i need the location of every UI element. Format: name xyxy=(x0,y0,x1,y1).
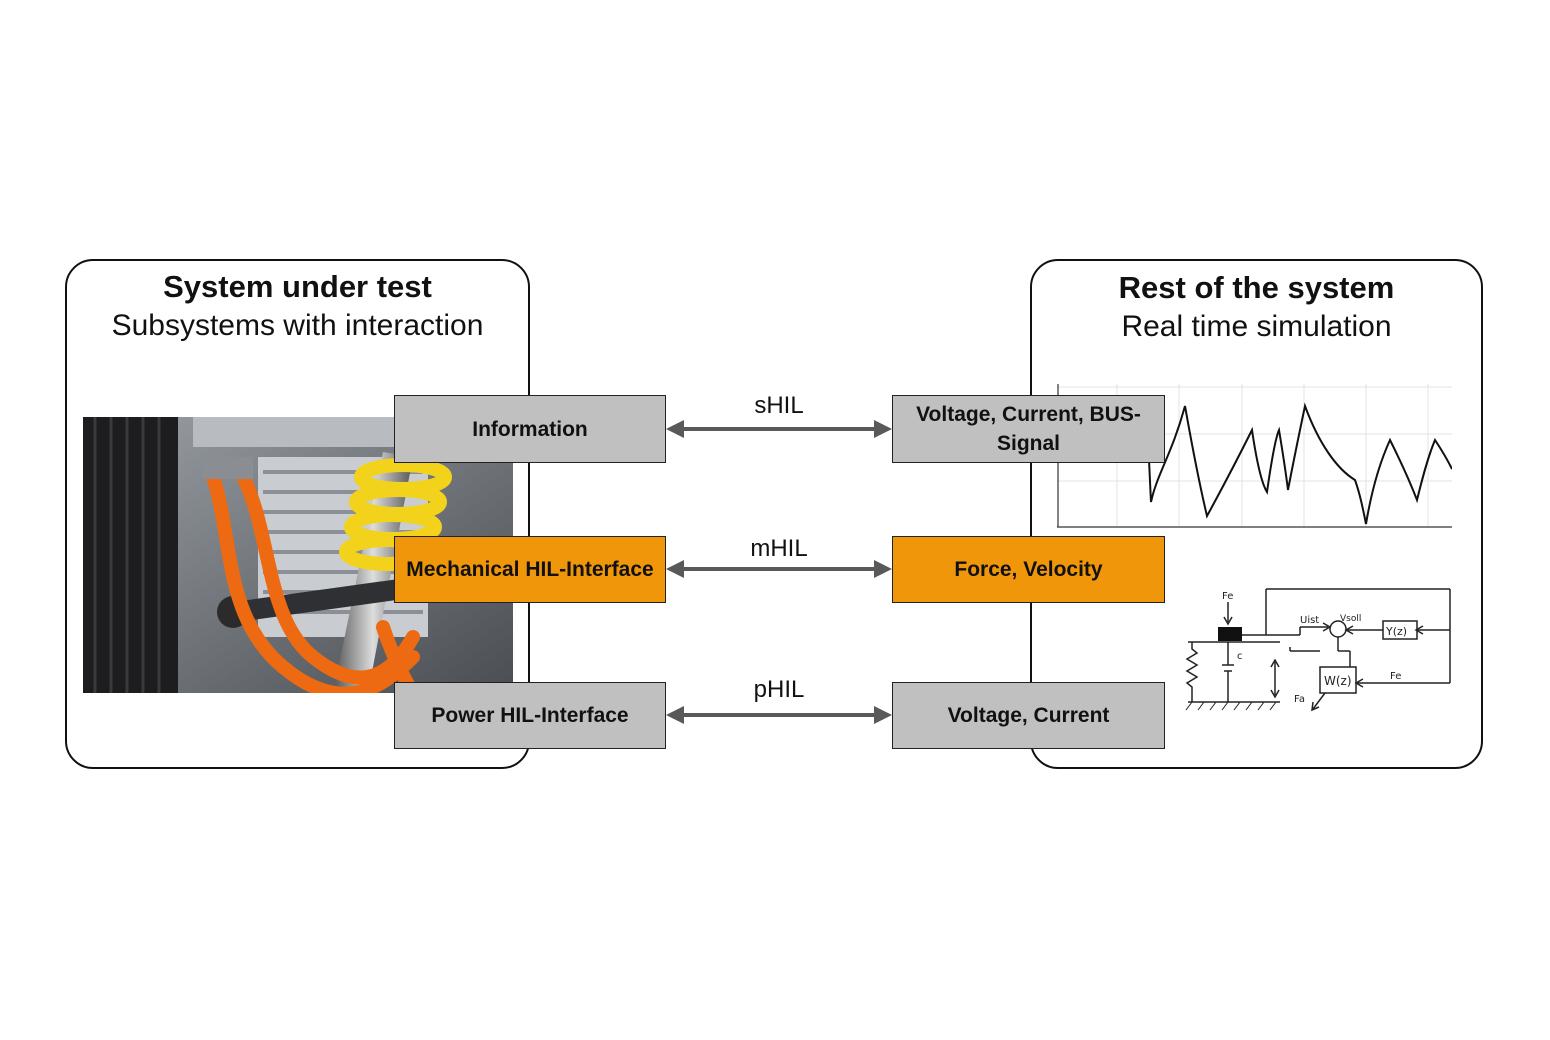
mechanical-hil-interface-box: Mechanical HIL-Interface xyxy=(394,536,666,603)
phil-arrow xyxy=(666,706,892,724)
sketch-label-wz: W(z) xyxy=(1324,674,1352,688)
system-under-test-title: System under test xyxy=(163,269,432,304)
mhil-arrow xyxy=(666,560,892,578)
sketch-label-yz: Y(z) xyxy=(1385,625,1407,638)
phil-label: pHIL xyxy=(753,676,805,703)
sketch-label-c: c xyxy=(1237,651,1243,662)
sketch-label-fe-right: Fe xyxy=(1390,671,1401,682)
sketch-label-uist: Uist xyxy=(1300,615,1319,626)
force-velocity-box: Force, Velocity xyxy=(892,536,1165,603)
sketch-label-vsoll: Vsoll xyxy=(1340,614,1361,624)
waveform-plot xyxy=(1057,384,1453,529)
mhil-label: mHIL xyxy=(750,535,808,562)
power-hil-interface-box: Power HIL-Interface xyxy=(394,682,666,749)
system-under-test-subtitle: Subsystems with interaction xyxy=(111,309,484,342)
rest-of-system-subtitle: Real time simulation xyxy=(1121,310,1392,343)
sketch-label-fe-top: Fe xyxy=(1222,591,1233,602)
rest-of-system-title: Rest of the system xyxy=(1118,270,1395,305)
shil-arrow xyxy=(666,420,892,438)
information-box: Information xyxy=(394,395,666,463)
voltage-current-bus-box: Voltage, Current, BUS-Signal xyxy=(892,395,1165,463)
control-loop-sketch: Fe c Uist Vsoll Y(z) W(z) Fe Fa xyxy=(1180,587,1455,717)
shil-label: sHIL xyxy=(754,392,804,419)
voltage-current-box: Voltage, Current xyxy=(892,682,1165,749)
sketch-label-fa: Fa xyxy=(1294,694,1305,705)
